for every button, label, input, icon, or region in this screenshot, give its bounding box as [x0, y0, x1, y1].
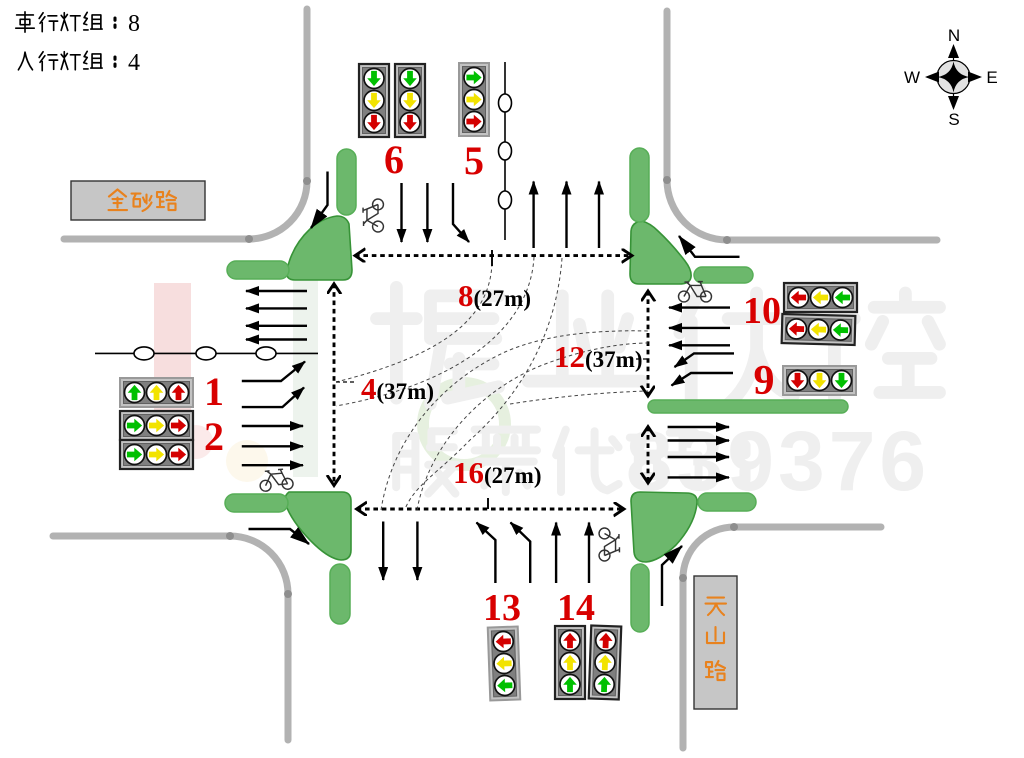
- svg-text:8: 8: [128, 11, 140, 37]
- svg-text:9: 9: [754, 358, 775, 404]
- svg-text:W: W: [904, 68, 920, 87]
- svg-text:8(27m): 8(27m): [458, 278, 531, 313]
- svg-text:1: 1: [204, 369, 224, 414]
- svg-text:14: 14: [557, 587, 595, 629]
- svg-text:16(27m): 16(27m): [453, 455, 541, 490]
- svg-text:2: 2: [204, 414, 224, 459]
- svg-text:12(37m): 12(37m): [554, 339, 642, 374]
- svg-text:10: 10: [743, 290, 781, 332]
- svg-text:5: 5: [464, 138, 484, 183]
- svg-text:4: 4: [128, 50, 140, 76]
- svg-text:E: E: [986, 68, 997, 87]
- svg-text:N: N: [948, 26, 960, 45]
- svg-text:6: 6: [384, 137, 404, 182]
- svg-text:13: 13: [483, 587, 521, 629]
- svg-text:S: S: [948, 110, 959, 129]
- svg-text:4(37m): 4(37m): [361, 371, 434, 406]
